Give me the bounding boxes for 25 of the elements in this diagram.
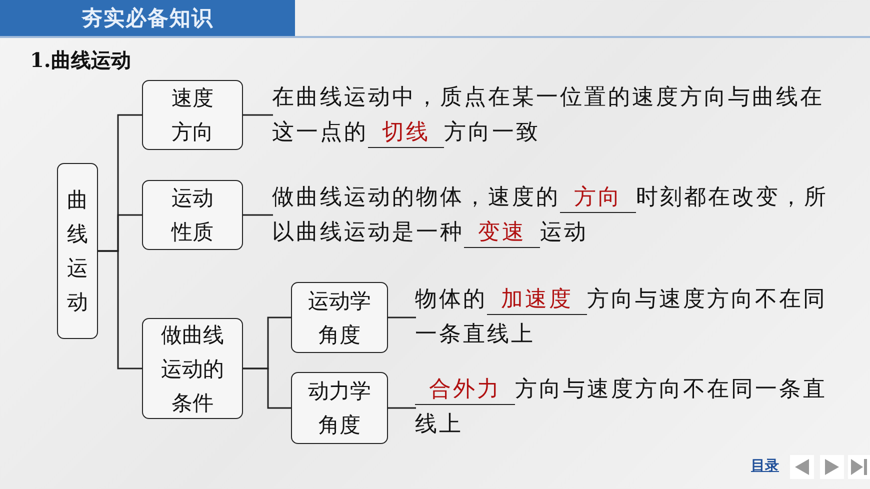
concept-box	[142, 80, 243, 150]
connector-line	[243, 114, 273, 116]
connector-line	[388, 316, 416, 318]
connector-line	[243, 214, 273, 216]
concept-label: 做曲线运动的条件	[161, 322, 224, 416]
section-header: 夯实必备知识	[0, 0, 295, 36]
connector-line	[98, 250, 142, 370]
concept-label: 动力学角度	[308, 378, 371, 439]
concept-label: 速度方向	[172, 85, 214, 146]
concept-box	[291, 282, 388, 353]
description-text: 做曲线运动的物体，速度的方向时刻都在改变，所以曲线运动是一种变速运动	[272, 180, 832, 250]
connector-line	[243, 368, 291, 409]
section-title: 1.曲线运动	[30, 47, 131, 74]
concept-box	[57, 163, 98, 339]
description-text: 在曲线运动中，质点在某一位置的速度方向与曲线在这一点的切线方向一致	[272, 80, 832, 150]
contents-link: 目录	[751, 457, 779, 476]
description-text: 合外力方向与速度方向不在同一条直线上	[415, 372, 845, 442]
description-text: 物体的加速度方向与速度方向不在同一条直线上	[415, 282, 845, 352]
concept-box	[142, 180, 243, 250]
concept-box	[142, 318, 243, 419]
concept-label: 运动性质	[172, 185, 214, 246]
concept-label: 运动学角度	[308, 288, 371, 348]
concept-label: 曲线运动	[67, 187, 88, 316]
connector-line	[388, 407, 416, 409]
concept-box	[291, 372, 388, 444]
